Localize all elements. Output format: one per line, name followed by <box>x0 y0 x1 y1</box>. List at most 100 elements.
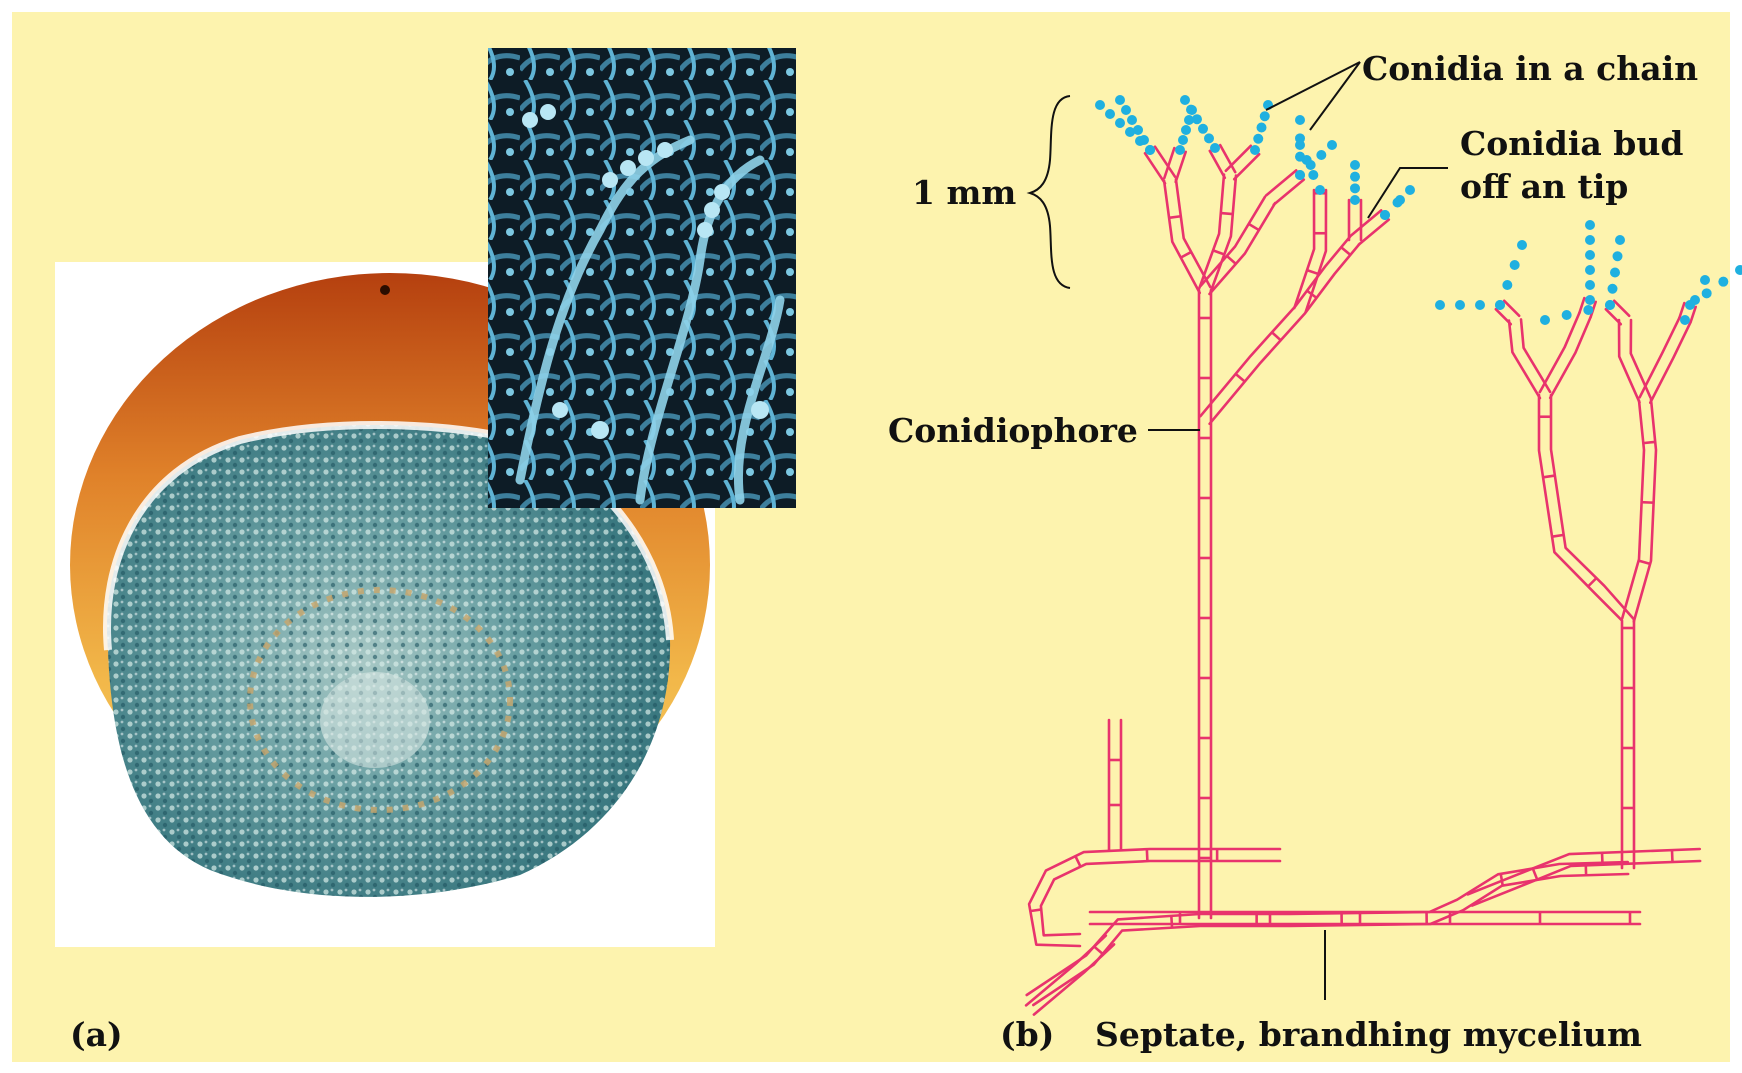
leader-conidia-chain-2 <box>1310 62 1360 130</box>
septum-49 <box>1588 578 1596 586</box>
conidium-67 <box>1605 300 1615 310</box>
conidium-62 <box>1585 220 1595 230</box>
conidium-70 <box>1613 251 1623 261</box>
conidium-3 <box>1115 118 1125 128</box>
conidium-40 <box>1350 195 1360 205</box>
hypha-wall-15 <box>1200 236 1350 416</box>
conidium-36 <box>1315 185 1325 195</box>
septum-41 <box>1249 224 1259 230</box>
conidium-76 <box>1702 288 1712 298</box>
hypha-wall-39 <box>1539 395 1622 868</box>
panel-b-label: (b) <box>1000 1015 1054 1054</box>
hypha-wall-11 <box>1468 849 1700 894</box>
conidium-57 <box>1585 295 1595 305</box>
septum-35 <box>1341 247 1350 255</box>
conidium-68 <box>1608 284 1618 294</box>
hypha-wall-46 <box>1631 320 1651 398</box>
conidium-23 <box>1250 145 1260 155</box>
conidium-60 <box>1585 250 1595 260</box>
conidium-78 <box>1735 265 1742 275</box>
conidium-6 <box>1145 145 1155 155</box>
septum-37 <box>1169 216 1181 218</box>
hypha-wall-0 <box>1033 874 1628 1005</box>
hypha-wall-40 <box>1634 399 1656 621</box>
conidium-31 <box>1327 140 1337 150</box>
fungal-hyphae <box>1026 145 1700 1015</box>
conidium-53 <box>1495 300 1505 310</box>
conidium-19 <box>1198 124 1208 134</box>
septum-38 <box>1213 250 1224 254</box>
label-mycelium: Septate, brandhing mycelium <box>1095 1015 1642 1054</box>
conidium-41 <box>1350 183 1360 193</box>
septum-54 <box>1642 502 1654 503</box>
conidium-37 <box>1308 170 1318 180</box>
conidium-10 <box>1121 105 1131 115</box>
label-conidiophore: Conidiophore <box>888 411 1138 450</box>
hypha-wall-31 <box>1266 170 1296 195</box>
conidium-64 <box>1583 305 1593 315</box>
conidium-71 <box>1615 235 1625 245</box>
conidium-24 <box>1253 134 1263 144</box>
conidium-4 <box>1105 109 1115 119</box>
conidium-7 <box>1139 135 1149 145</box>
panel-a-photo <box>55 48 796 947</box>
septum-14 <box>1075 856 1080 867</box>
conidium-22 <box>1180 95 1190 105</box>
hypha-wall-44 <box>1550 317 1590 398</box>
hypha-wall-27 <box>1210 151 1225 178</box>
hypha-wall-47 <box>1619 320 1640 402</box>
conidium-69 <box>1610 268 1620 278</box>
hypha-wall-33 <box>1294 190 1314 308</box>
conidium-39 <box>1295 140 1305 150</box>
conidium-26 <box>1260 111 1270 121</box>
conidium-61 <box>1585 235 1595 245</box>
conidium-21 <box>1186 105 1196 115</box>
septum-32 <box>1236 374 1245 382</box>
conidium-32 <box>1295 170 1305 180</box>
hypha-wall-30 <box>1274 180 1304 205</box>
septum-5 <box>1501 874 1503 886</box>
conidium-43 <box>1350 160 1360 170</box>
conidium-75 <box>1685 300 1695 310</box>
conidium-77 <box>1718 277 1728 287</box>
septum-40 <box>1227 256 1236 264</box>
fruit-stem-scar <box>380 285 390 295</box>
conidium-12 <box>1175 145 1185 155</box>
septum-42 <box>1307 270 1318 274</box>
septum-15 <box>1147 849 1148 861</box>
septum-1 <box>1171 916 1172 928</box>
hypha-wall-19 <box>1199 175 1224 288</box>
label-conidia-bud-line1: Conidia bud <box>1460 124 1683 163</box>
septum-51 <box>1543 476 1555 478</box>
septum-50 <box>1552 535 1564 537</box>
hypha-wall-51 <box>1496 309 1511 324</box>
septum-55 <box>1643 442 1655 443</box>
septum-39 <box>1221 213 1233 214</box>
hypha-wall-50 <box>1504 301 1519 316</box>
hypha-wall-54 <box>1614 301 1629 316</box>
conidium-54 <box>1502 280 1512 290</box>
conidium-59 <box>1585 265 1595 275</box>
septum-13 <box>1030 909 1042 911</box>
conidium-18 <box>1204 133 1214 143</box>
conidium-38 <box>1302 155 1312 165</box>
conidium-48 <box>1405 185 1415 195</box>
conidium-66 <box>1540 315 1550 325</box>
conidium-5 <box>1095 100 1105 110</box>
hypha-wall-24 <box>1176 152 1186 182</box>
conidium-25 <box>1257 123 1267 133</box>
mold-center <box>320 672 430 768</box>
conidium-52 <box>1435 300 1445 310</box>
septum-53 <box>1639 561 1651 564</box>
septum-0 <box>1094 946 1103 954</box>
hypha-wall-17 <box>1164 181 1200 293</box>
leader-conidia-chain-1 <box>1266 62 1360 110</box>
conidium-9 <box>1127 115 1137 125</box>
septum-36 <box>1181 252 1192 258</box>
conidium-58 <box>1585 280 1595 290</box>
label-conidia-bud-line2: off an tip <box>1460 167 1628 206</box>
hypha-wall-5 <box>1029 849 1280 946</box>
label-conidia-chain: Conidia in a chain <box>1362 49 1698 88</box>
conidium-42 <box>1350 172 1360 182</box>
